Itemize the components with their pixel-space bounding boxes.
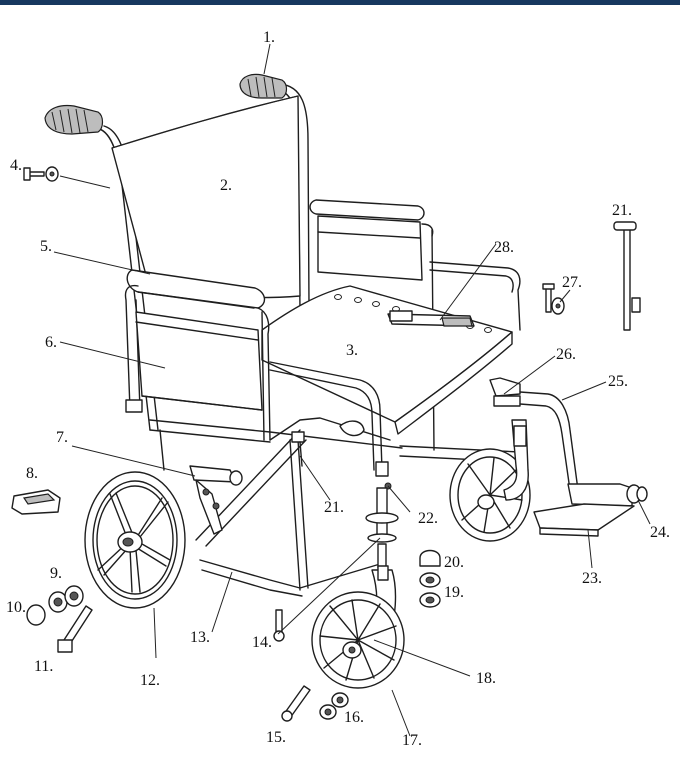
push-handle-grips [44,73,288,135]
callout-18: 18. [476,670,496,687]
callout-17: 17. [402,732,422,749]
callout-9: 9. [50,565,62,582]
callout-13: 13. [190,629,210,646]
callout-24: 24. [650,524,670,541]
wheel-lock [189,465,243,535]
axle-bolt-11 [57,605,93,653]
anti-tip-cap-8 [11,489,61,515]
callout-25: 25. [608,373,628,390]
callout-28: 28. [494,239,514,256]
top-bar [0,0,680,5]
callout-11: 11. [34,658,53,675]
callout-19: 19. [444,584,464,601]
callout-3: 3. [346,342,358,359]
callout-7: 7. [56,429,68,446]
side-panel [135,311,263,411]
caster-bearings-19 [419,572,441,608]
callout-14: 14. [252,634,272,651]
bolt-and-washer-4 [23,166,59,182]
callout-20: 20. [444,554,464,571]
seat [261,285,513,435]
callout-21-pin: 21. [612,202,632,219]
bearings-16 [319,692,349,720]
callout-27: 27. [562,274,582,291]
callout-21-frame: 21. [324,499,344,516]
bolt-15 [281,685,311,722]
callout-12: 12. [140,672,160,689]
callout-22: 22. [418,510,438,527]
callout-10: 10. [6,599,26,616]
callout-6: 6. [45,334,57,351]
far-armrest [309,199,521,451]
pin-21 [613,221,641,331]
callout-4: 4. [10,157,22,174]
footrest [489,377,648,537]
rear-wheel [84,471,186,609]
backrest [111,95,301,299]
caster-bolt-14 [273,609,285,642]
callout-23: 23. [582,570,602,587]
callout-16: 16. [344,709,364,726]
callout-26: 26. [556,346,576,363]
bearings-9-10 [26,585,84,626]
far-caster-wheel [449,419,531,542]
near-armrest [124,269,383,471]
seat-strap [387,310,475,327]
callout-15: 15. [266,729,286,746]
lower-frame [149,417,529,597]
callout-5: 5. [40,238,52,255]
callout-8: 8. [26,465,38,482]
callout-labels: 1. 2. 3. 4. 5. 6. 7. 8. 9. 10. 11. 12. 1… [6,29,670,749]
bolt-27 [542,283,565,315]
callout-1: 1. [263,29,275,46]
caster-cap-20 [419,549,441,567]
front-caster-wheel [311,591,405,689]
leader-lines [53,43,651,737]
callout-2: 2. [220,177,232,194]
